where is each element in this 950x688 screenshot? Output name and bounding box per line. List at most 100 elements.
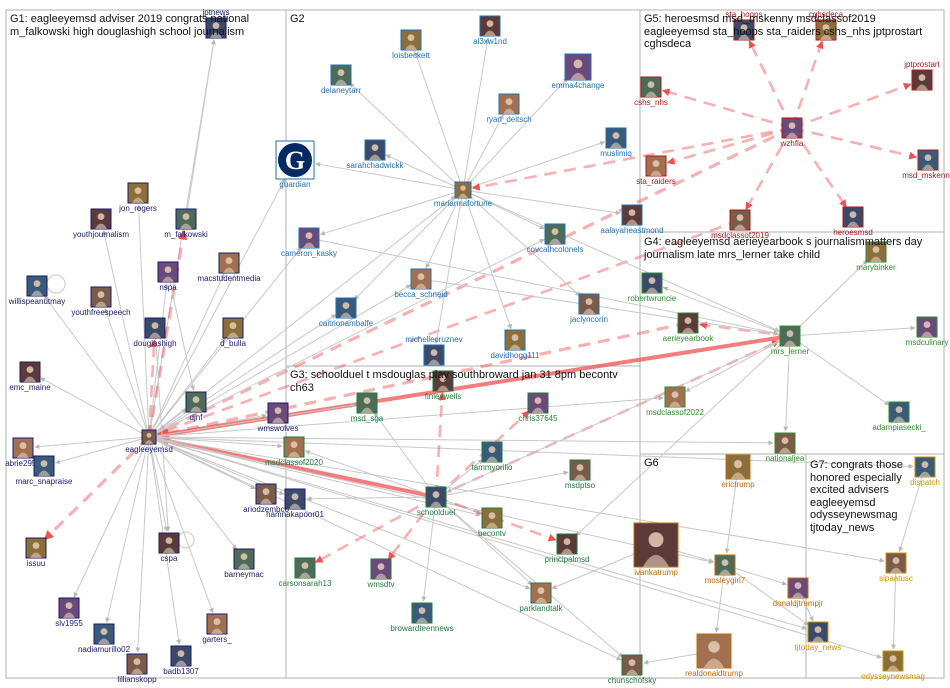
- node-youthfreespeech[interactable]: youthfreespeech: [71, 286, 131, 317]
- node-al3xw1nd[interactable]: al3xw1nd: [473, 15, 507, 46]
- node-jon_rogers[interactable]: jon_rogers: [118, 182, 157, 213]
- node-donaldjtrumpjr[interactable]: donaldjtrumpjr: [773, 577, 824, 608]
- becontv-avatar-body: [486, 522, 498, 528]
- node-becca_schneid[interactable]: becca_schneid: [394, 268, 448, 299]
- node-douglashigh[interactable]: douglashigh: [133, 317, 177, 348]
- node-principalmsd[interactable]: principalmsd: [545, 533, 590, 564]
- node-label-msdclassof2019: msdclassof2019: [711, 231, 769, 240]
- node-cshs_nhs[interactable]: cshs_nhs: [634, 76, 668, 107]
- node-sarahchadwickk[interactable]: sarahchadwickk: [347, 139, 405, 170]
- node-msdptso[interactable]: msdptso: [565, 459, 596, 490]
- muslimiq-avatar-body: [610, 142, 622, 148]
- node-mrs_lerner[interactable]: mrs_lerner: [771, 325, 810, 356]
- node-slv1955[interactable]: slv1955: [55, 597, 83, 628]
- node-barneymac[interactable]: barneymac: [224, 548, 264, 579]
- node-emc_maine[interactable]: emc_maine: [9, 361, 51, 392]
- node-cameron_kasky[interactable]: cameron_kasky: [281, 227, 337, 258]
- node-jptnews[interactable]: jptnews: [201, 8, 230, 39]
- node-tammyorilio[interactable]: tammyorilio: [472, 441, 513, 472]
- node-delaneytarr[interactable]: delaneytarr: [321, 64, 361, 95]
- odysseynewsmag-avatar-head: [889, 655, 897, 662]
- node-davidhogg111[interactable]: davidhogg111: [490, 329, 540, 360]
- node-emma4change[interactable]: emma4change: [552, 53, 605, 90]
- node-cspa[interactable]: cspa: [158, 532, 180, 563]
- node-becontv[interactable]: becontv: [478, 507, 506, 538]
- node-willispeanutmay[interactable]: willispeanutmay: [8, 275, 65, 306]
- nationaljea-avatar-head: [781, 437, 789, 444]
- node-lillianskopp[interactable]: lillianskopp: [117, 653, 157, 684]
- node-label-schoolduel: schoolduel: [417, 508, 455, 517]
- node-ivankatrump[interactable]: ivankatrump: [633, 522, 679, 577]
- issuu-avatar-body: [30, 552, 42, 558]
- node-msdclassof2022[interactable]: msdclassof2022: [646, 386, 704, 417]
- node-sipaatusc[interactable]: sipaatusc: [879, 552, 913, 583]
- node-m_falkowski[interactable]: m_falkowski: [164, 208, 208, 239]
- node-eagleeyemsd[interactable]: eagleeyemsd: [125, 429, 173, 454]
- node-msdclassof2020[interactable]: msdclassof2020: [265, 436, 323, 467]
- node-badb1307[interactable]: badb1307: [163, 645, 199, 676]
- node-d_bulla[interactable]: d_bulla: [220, 317, 246, 348]
- robertwruncie-avatar-body: [646, 287, 658, 293]
- node-caitrionambalfe[interactable]: caitrionambalfe: [319, 297, 374, 328]
- node-michellecruznev[interactable]: michellecruznev: [405, 335, 463, 366]
- node-msd_mskenny[interactable]: msd_mskenny: [902, 149, 950, 180]
- node-sta_raiders[interactable]: sta_raiders: [636, 155, 676, 186]
- node-jptprostart[interactable]: jptprostart: [903, 60, 941, 91]
- edge-mariannafortune-to-emma4change: [462, 77, 569, 191]
- group-label-g1: G1: eagleeyemsd adviser 2019 congrats na…: [10, 13, 250, 38]
- wmswolves-avatar-body: [272, 417, 284, 423]
- node-msd_sga[interactable]: msd_sga: [351, 392, 384, 423]
- node-browardteennews[interactable]: browardteennews: [390, 602, 454, 633]
- node-hamnakapoor01[interactable]: hamnakapoor01: [266, 488, 324, 519]
- node-adampiasecki_[interactable]: adampiasecki_: [872, 401, 926, 432]
- node-schoolduel[interactable]: schoolduel: [417, 486, 455, 517]
- node-msdculinary[interactable]: msdculinary: [906, 316, 949, 347]
- node-marybinker[interactable]: marybinker: [856, 241, 896, 272]
- node-mosleygirl7[interactable]: mosleygirl7: [705, 554, 746, 585]
- node-chris37645[interactable]: chris37645: [518, 392, 558, 423]
- node-nationaljea[interactable]: nationaljea: [766, 432, 805, 463]
- node-nadiamurillo02[interactable]: nadiamurillo02: [78, 623, 131, 654]
- node-sta_hoops[interactable]: sta_hoops: [726, 10, 763, 41]
- cspa-avatar-head: [165, 537, 173, 544]
- node-abrie2950[interactable]: abrie2950: [5, 437, 41, 468]
- node-odysseynewsmag[interactable]: odysseynewsmag: [861, 650, 925, 681]
- node-marc_snapraise[interactable]: marc_snapraise: [16, 455, 73, 486]
- node-wmswolves[interactable]: wmswolves: [257, 402, 299, 433]
- node-wmsdtv[interactable]: wmsdtv: [366, 558, 395, 589]
- node-finleywells[interactable]: finleywells: [425, 370, 461, 401]
- node-djnf[interactable]: djnf: [185, 391, 207, 422]
- node-dispatch[interactable]: dispatch: [910, 456, 940, 487]
- node-covcathcolonels[interactable]: covcathcolonels: [527, 223, 584, 254]
- node-tjtoday_news[interactable]: tjtoday_news: [795, 621, 842, 652]
- node-macstudentmedia[interactable]: macstudentmedia: [197, 252, 261, 283]
- node-cghsdeca[interactable]: cghsdeca: [809, 10, 844, 41]
- node-issuu[interactable]: issuu: [25, 537, 47, 568]
- node-msdclassof2019[interactable]: msdclassof2019: [711, 209, 769, 240]
- node-aerieyearbook[interactable]: aerieyearbook: [663, 312, 715, 343]
- node-robertwruncie[interactable]: robertwruncie: [628, 272, 677, 303]
- node-chunschofsky[interactable]: chunschofsky: [608, 654, 656, 685]
- node-wzhfla[interactable]: wzhfla: [780, 117, 804, 148]
- edge-schoolduel-to-carsonsarah13: [314, 495, 437, 564]
- node-erictrump[interactable]: erictrump: [721, 454, 755, 489]
- msd_mskenny-avatar-body: [922, 164, 934, 170]
- edge-eagleeyemsd-to-cameron_kasky: [148, 246, 302, 438]
- node-nspa[interactable]: nspa: [157, 261, 179, 292]
- node-mariannafortune[interactable]: mariannafortune: [434, 181, 493, 208]
- node-aalayaheastmond[interactable]: aalayaheastmond: [600, 204, 664, 235]
- node-youthjournalism[interactable]: youthjournalism: [73, 208, 129, 239]
- node-heroesmsd[interactable]: heroesmsd: [833, 206, 873, 237]
- node-ryan_deitsch[interactable]: ryan_deitsch: [486, 93, 532, 124]
- edge-schoolduel-to-wmsdtv: [387, 496, 438, 561]
- node-garters_[interactable]: garters_: [202, 613, 232, 644]
- node-carsonsarah13[interactable]: carsonsarah13: [279, 557, 332, 588]
- node-loisbeckett[interactable]: loisbeckett: [392, 29, 431, 60]
- node-ariodzembc6[interactable]: ariodzembc6: [243, 483, 289, 514]
- node-realdonaldtrump[interactable]: realdonaldtrump: [685, 633, 743, 678]
- node-parklandtalk[interactable]: parklandtalk: [519, 582, 564, 613]
- djnf-avatar-head: [192, 396, 200, 403]
- node-jaclyncorin[interactable]: jaclyncorin: [569, 293, 608, 324]
- node-muslimiq[interactable]: muslimiq: [600, 127, 632, 158]
